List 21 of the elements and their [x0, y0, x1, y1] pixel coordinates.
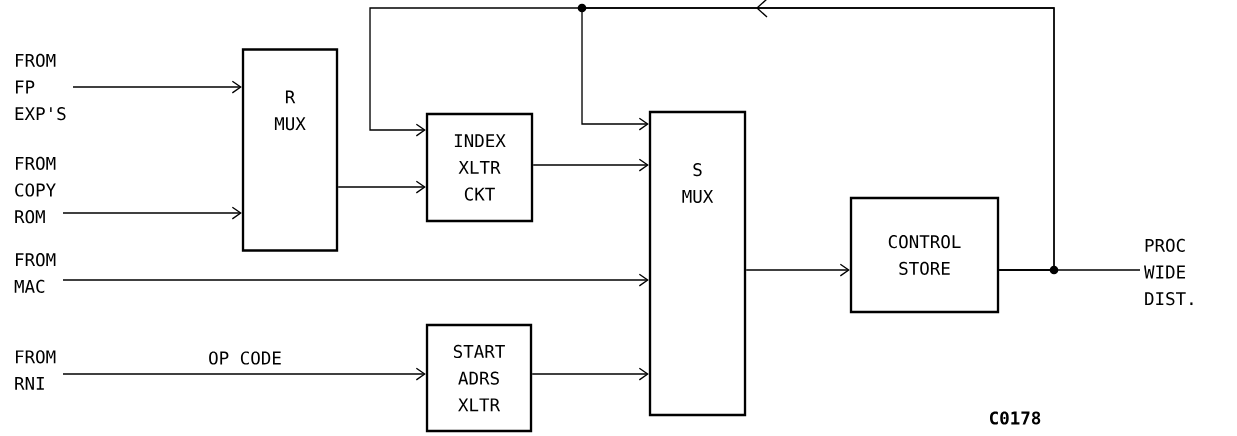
block-box: S MUX: [648, 110, 747, 417]
block-box: R MUX: [241, 48, 339, 252]
signal-label: FROM RNI: [15, 350, 56, 390]
arrow: [72, 80, 242, 94]
signal-label: FROM COPY ROM: [15, 156, 56, 224]
arrow: [62, 367, 426, 381]
block-box: START ADRS XLTR: [425, 323, 533, 433]
signal-label: FROM MAC: [14, 253, 56, 293]
arrow: [62, 206, 242, 220]
arrow: [62, 273, 649, 287]
edge-label: OP CODE: [206, 349, 284, 367]
signal-label: PROC WIDE DIST.: [1144, 238, 1193, 306]
block-box: CONTROL STORE: [849, 196, 1000, 314]
block-box: INDEX XLTR CKT: [425, 112, 534, 223]
drawing-number: C0178: [990, 411, 1041, 425]
arrow: [532, 158, 649, 172]
arrow: [337, 180, 426, 194]
signal-label: FROM FP EXP'S: [15, 53, 66, 121]
arrow: [745, 263, 850, 277]
arrow: [531, 367, 649, 381]
arrow: [581, 7, 1055, 271]
